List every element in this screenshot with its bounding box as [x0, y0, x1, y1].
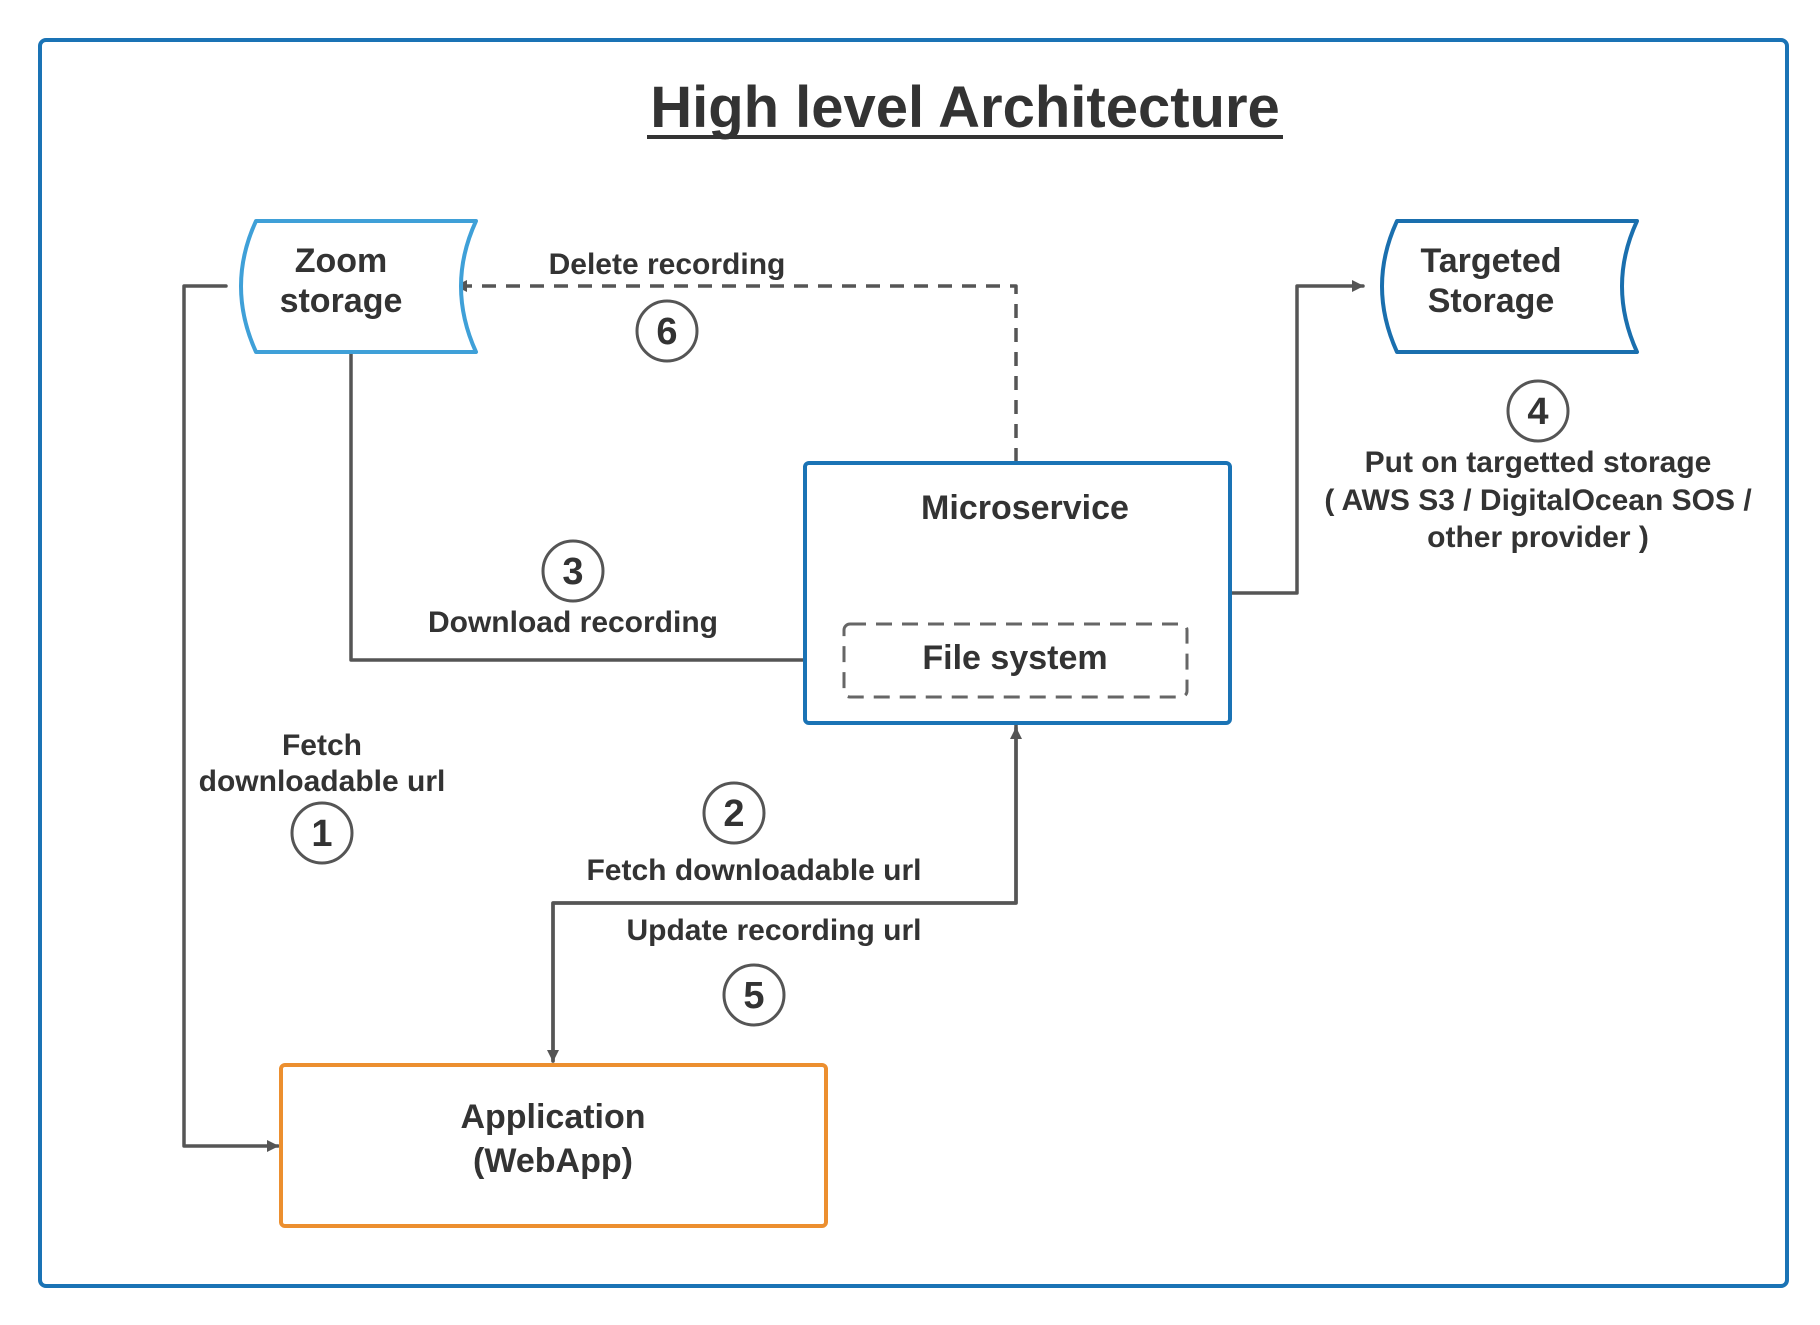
step-6: Delete recording 6 [549, 248, 786, 363]
connector-download-recording [349, 352, 844, 666]
application-label-line2: (WebApp) [473, 1142, 633, 1180]
step-4: 4 Put on targetted storage ( AWS S3 / Di… [1324, 379, 1752, 554]
step-1: Fetch downloadable url 1 [199, 729, 446, 865]
step-2: 2 Fetch downloadable url [586, 781, 922, 887]
microservice-node: Microservice File system [803, 461, 1232, 725]
step-4-badge [1506, 379, 1570, 443]
step-4-label-line2: ( AWS S3 / DigitalOcean SOS / [1324, 484, 1752, 517]
connector-delete-recording [455, 280, 1018, 462]
step-2-label: Fetch downloadable url [586, 854, 921, 887]
connector-update-recording-url [547, 722, 1018, 1063]
step-3-label: Download recording [428, 606, 718, 639]
step-5-number: 5 [743, 975, 764, 1017]
step-4-number: 4 [1527, 391, 1548, 433]
step-5-badge [722, 963, 786, 1027]
connector-put-on-targeted-storage [1229, 280, 1365, 595]
file-system-label: File system [922, 639, 1107, 677]
connector-fetch-downloadable-url-1 [182, 284, 280, 1152]
microservice-label: Microservice [921, 489, 1129, 527]
step-2-number: 2 [723, 793, 744, 835]
targeted-storage-node: Targeted Storage [1380, 219, 1639, 354]
step-4-label-line1: Put on targetted storage [1365, 446, 1712, 479]
application-box [279, 1063, 828, 1228]
step-6-label: Delete recording [549, 248, 786, 281]
outer-frame [38, 38, 1789, 1288]
application-label-line1: Application [460, 1098, 645, 1136]
step-3-badge [541, 539, 605, 603]
connector-fetch-downloadable-url-2 [551, 726, 1022, 1063]
zoom-storage-label-line2: storage [280, 282, 403, 320]
step-1-label-line2: downloadable url [199, 765, 446, 798]
step-1-label-line1: Fetch [282, 729, 362, 762]
zoom-storage-icon [239, 219, 478, 354]
diagram-title: High level Architecture [650, 75, 1280, 140]
step-3-number: 3 [562, 551, 583, 593]
step-1-badge [290, 801, 354, 865]
step-5-label: Update recording url [626, 914, 921, 947]
file-system-box [842, 622, 1189, 699]
zoom-storage-label-line1: Zoom [295, 242, 388, 280]
step-3: 3 Download recording [428, 539, 718, 639]
step-4-label-line3: other provider ) [1427, 521, 1649, 554]
step-5: Update recording url 5 [626, 914, 922, 1027]
targeted-storage-label-line2: Storage [1428, 282, 1555, 320]
targeted-storage-label-line1: Targeted [1420, 242, 1561, 280]
step-2-badge [702, 781, 766, 845]
step-6-badge [635, 299, 699, 363]
application-node: Application (WebApp) [279, 1063, 828, 1228]
zoom-storage-node: Zoom storage [239, 219, 478, 354]
step-1-number: 1 [311, 813, 332, 855]
targeted-storage-icon [1380, 219, 1639, 354]
step-6-number: 6 [656, 311, 677, 353]
